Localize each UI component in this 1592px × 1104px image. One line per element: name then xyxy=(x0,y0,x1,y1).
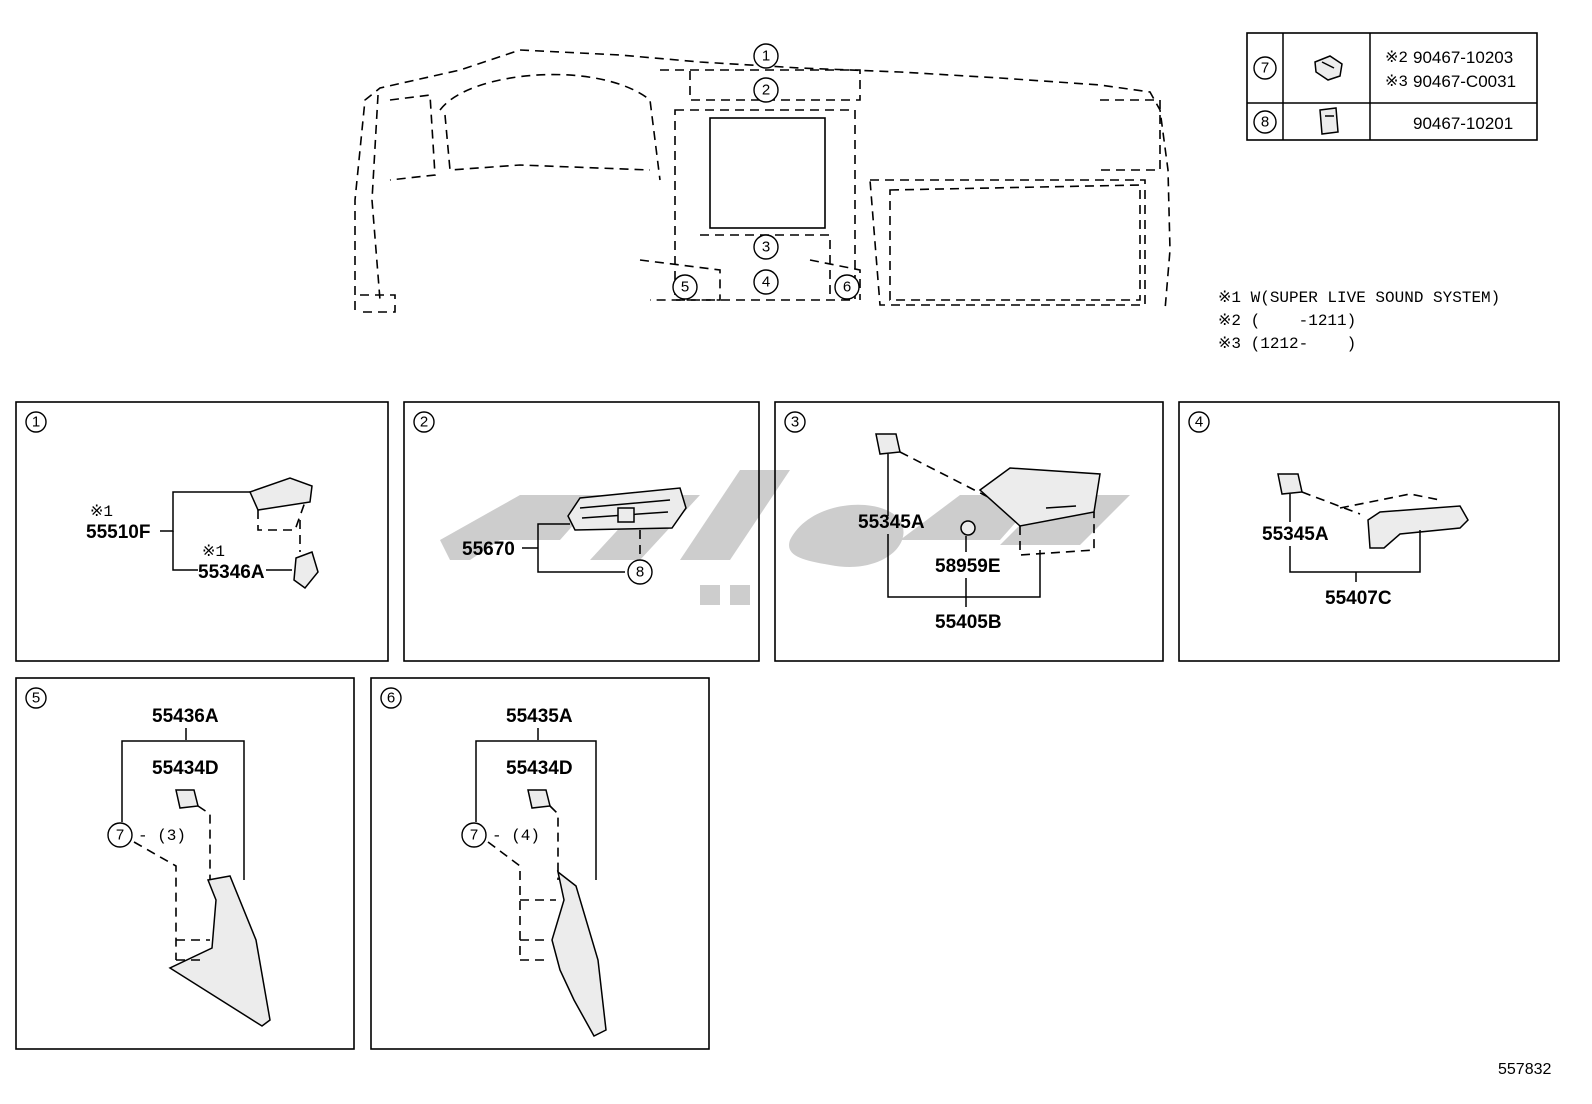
clip-part xyxy=(175,789,199,809)
bracket-part xyxy=(1339,493,1469,549)
part-number-label: 58959E xyxy=(935,556,1001,577)
panel-callout[interactable]: 1 xyxy=(25,411,47,433)
panel-callout[interactable]: 3 xyxy=(784,411,806,433)
trim-panel-part xyxy=(520,870,607,1037)
part-number-label: 55436A xyxy=(152,706,219,727)
panel-callout[interactable]: 4 xyxy=(1188,411,1210,433)
dashboard-overview xyxy=(354,49,1171,313)
clip-part xyxy=(1277,473,1303,495)
mark-text: ※1 xyxy=(90,503,113,521)
legend-part: 90467-10203 xyxy=(1413,48,1513,67)
panel-6: 6 55435A 55434D 7 - (4) xyxy=(370,677,710,1050)
clip-part xyxy=(875,433,901,455)
diagram-id: 557832 xyxy=(1498,1061,1551,1078)
svg-text:2: 2 xyxy=(420,414,428,431)
svg-text:6: 6 xyxy=(387,690,395,707)
speaker-cover-part xyxy=(248,477,313,531)
svg-text:2: 2 xyxy=(762,82,770,99)
part-number-label: 55345A xyxy=(858,512,925,533)
svg-text:5: 5 xyxy=(681,279,689,296)
svg-text:1: 1 xyxy=(762,48,770,65)
legend-mark: ※2 xyxy=(1385,49,1408,67)
ref-callout-8[interactable]: 8 xyxy=(627,559,653,585)
panel-callout[interactable]: 6 xyxy=(380,687,402,709)
svg-text:8: 8 xyxy=(1261,114,1269,131)
callout-2[interactable]: 2 xyxy=(753,77,779,103)
svg-text:7: 7 xyxy=(470,827,478,844)
svg-text:8: 8 xyxy=(636,564,644,581)
part-number-label: 55434D xyxy=(506,758,573,779)
svg-text:6: 6 xyxy=(843,279,851,296)
ref-callout-7[interactable]: 7 xyxy=(461,822,487,848)
svg-text:4: 4 xyxy=(1195,414,1203,431)
callout-3[interactable]: 3 xyxy=(753,234,779,260)
ref-qty: - (3) xyxy=(138,827,186,845)
legend-table: 7 8 ※2 90467-10203 ※3 90467-C0031 90467-… xyxy=(1246,32,1538,141)
ref-qty: - (4) xyxy=(492,827,540,845)
callout-5[interactable]: 5 xyxy=(672,274,698,300)
trim-panel-part xyxy=(168,875,271,1027)
air-vent-part xyxy=(567,487,687,531)
svg-text:3: 3 xyxy=(791,414,799,431)
panel-2: 2 55670 8 xyxy=(403,401,760,662)
legend-ref-7[interactable]: 7 xyxy=(1253,56,1277,80)
legend-part: 90467-10201 xyxy=(1413,114,1513,133)
speaker-clip-part xyxy=(293,520,319,590)
part-number-label: 55405B xyxy=(935,612,1002,633)
legend-part: 90467-C0031 xyxy=(1413,72,1516,91)
overview-callouts: 1 2 3 4 5 6 xyxy=(672,43,860,300)
callout-4[interactable]: 4 xyxy=(753,269,779,295)
panel-4: 4 55345A 55407C xyxy=(1178,401,1560,662)
part-number-label: 55345A xyxy=(1262,524,1329,545)
notes: ※1 W(SUPER LIVE SOUND SYSTEM) ※2 ( -1211… xyxy=(1218,289,1500,353)
note-2: ※2 ( -1211) xyxy=(1218,312,1356,330)
clip-icon xyxy=(1319,107,1339,135)
console-box-part xyxy=(978,467,1101,556)
panel-3: 3 55345A 58959E 55405B xyxy=(774,401,1164,662)
note-1: ※1 W(SUPER LIVE SOUND SYSTEM) xyxy=(1218,289,1500,307)
nut-part xyxy=(960,520,976,536)
mark-text: ※1 xyxy=(202,543,225,561)
part-number-label: 55346A xyxy=(198,562,265,583)
ref-callout-7[interactable]: 7 xyxy=(107,822,133,848)
part-number-label: 55435A xyxy=(506,706,573,727)
svg-text:4: 4 xyxy=(762,274,770,291)
panel-1: 1 ※1 55510F ※1 55346A xyxy=(15,401,389,662)
part-number-label: 55510F xyxy=(86,522,150,543)
legend-mark: ※3 xyxy=(1385,73,1408,91)
note-3: ※3 (1212- ) xyxy=(1218,335,1356,353)
svg-text:1: 1 xyxy=(32,414,40,431)
callout-1[interactable]: 1 xyxy=(753,43,779,69)
part-number-label: 55434D xyxy=(152,758,219,779)
clip-part xyxy=(527,789,551,809)
legend-ref-8[interactable]: 8 xyxy=(1253,110,1277,134)
svg-text:7: 7 xyxy=(1261,60,1269,77)
svg-text:5: 5 xyxy=(32,690,40,707)
panel-callout[interactable]: 5 xyxy=(25,687,47,709)
part-number-label: 55407C xyxy=(1325,588,1392,609)
panel-callout[interactable]: 2 xyxy=(413,411,435,433)
panel-5: 5 55436A 55434D 7 - (3) xyxy=(15,677,355,1050)
clip-icon xyxy=(1314,55,1343,81)
svg-text:3: 3 xyxy=(762,239,770,256)
part-number-label: 55670 xyxy=(462,539,515,560)
svg-text:7: 7 xyxy=(116,827,124,844)
callout-6[interactable]: 6 xyxy=(834,274,860,300)
